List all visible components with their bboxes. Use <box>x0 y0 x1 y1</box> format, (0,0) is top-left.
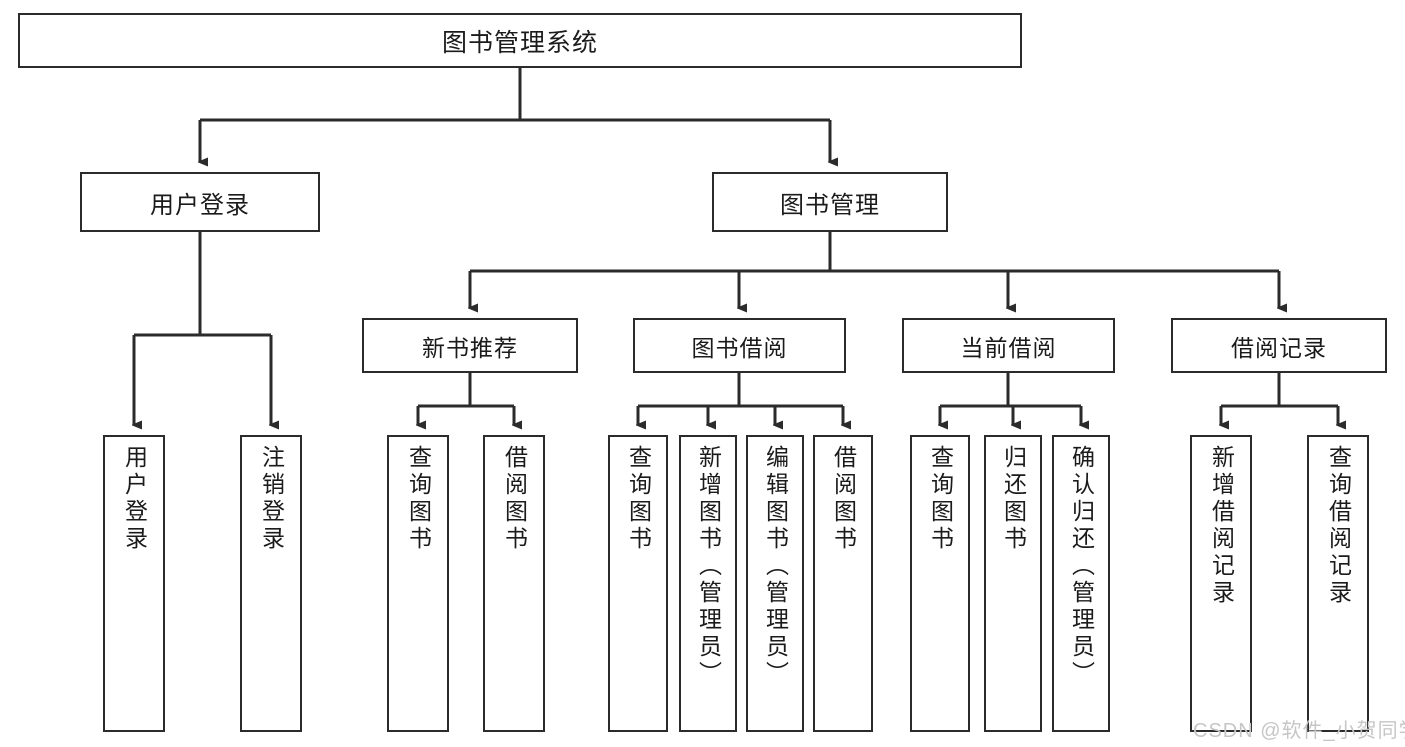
node-book-borrow[interactable]: 图书借阅 <box>633 318 846 373</box>
leaf-node-label: 用户登录 <box>121 445 148 553</box>
node-book-management[interactable]: 图书管理 <box>712 172 948 232</box>
leaf-node[interactable]: 查询借阅记录 <box>1307 435 1369 732</box>
node-user-login[interactable]: 用户登录 <box>80 172 320 232</box>
node-borrow-record[interactable]: 借阅记录 <box>1171 318 1387 373</box>
leaf-node[interactable]: 用户登录 <box>103 435 165 732</box>
leaf-node-label: 查询借阅记录 <box>1325 445 1352 607</box>
leaf-node[interactable]: 查询图书 <box>608 435 668 732</box>
leaf-node-label: 新增图书（管理员） <box>695 445 722 688</box>
leaf-node[interactable]: 归还图书 <box>984 435 1042 732</box>
leaf-node-label: 借阅图书 <box>501 445 528 553</box>
watermark-text: CSDN @软件_小贺同学 <box>1193 720 1405 742</box>
leaf-node-label: 查询图书 <box>625 445 652 553</box>
leaf-node[interactable]: 编辑图书（管理员） <box>746 435 804 732</box>
node-root-label: 图书管理系统 <box>441 28 598 57</box>
leaf-node[interactable]: 借阅图书 <box>483 435 545 732</box>
leaf-node-label: 借阅图书 <box>830 445 857 553</box>
leaf-node[interactable]: 查询图书 <box>387 435 449 732</box>
leaf-node[interactable]: 确认归还（管理员） <box>1052 435 1110 732</box>
node-current-borrow[interactable]: 当前借阅 <box>902 318 1115 373</box>
node-new-book-recommend-label: 新书推荐 <box>422 334 518 361</box>
node-current-borrow-label: 当前借阅 <box>960 334 1057 361</box>
node-user-login-label: 用户登录 <box>150 191 250 219</box>
node-new-book-recommend[interactable]: 新书推荐 <box>362 318 578 373</box>
leaf-node-label: 归还图书 <box>1000 445 1027 553</box>
node-root[interactable]: 图书管理系统 <box>18 13 1022 68</box>
leaf-node-label: 查询图书 <box>927 445 954 553</box>
leaf-node-label: 新增借阅记录 <box>1208 445 1235 607</box>
leaf-node-label: 注销登录 <box>258 445 285 553</box>
leaf-node[interactable]: 借阅图书 <box>813 435 873 732</box>
leaf-node-label: 编辑图书（管理员） <box>762 445 789 688</box>
leaf-node[interactable]: 新增图书（管理员） <box>679 435 737 732</box>
node-book-borrow-label: 图书借阅 <box>691 334 788 361</box>
leaf-node-label: 确认归还（管理员） <box>1068 445 1095 688</box>
leaf-node[interactable]: 注销登录 <box>240 435 302 732</box>
node-borrow-record-label: 借阅记录 <box>1231 334 1327 361</box>
node-book-management-label: 图书管理 <box>780 191 880 219</box>
leaf-node[interactable]: 新增借阅记录 <box>1190 435 1252 732</box>
leaf-node-label: 查询图书 <box>405 445 432 553</box>
leaf-node[interactable]: 查询图书 <box>910 435 970 732</box>
